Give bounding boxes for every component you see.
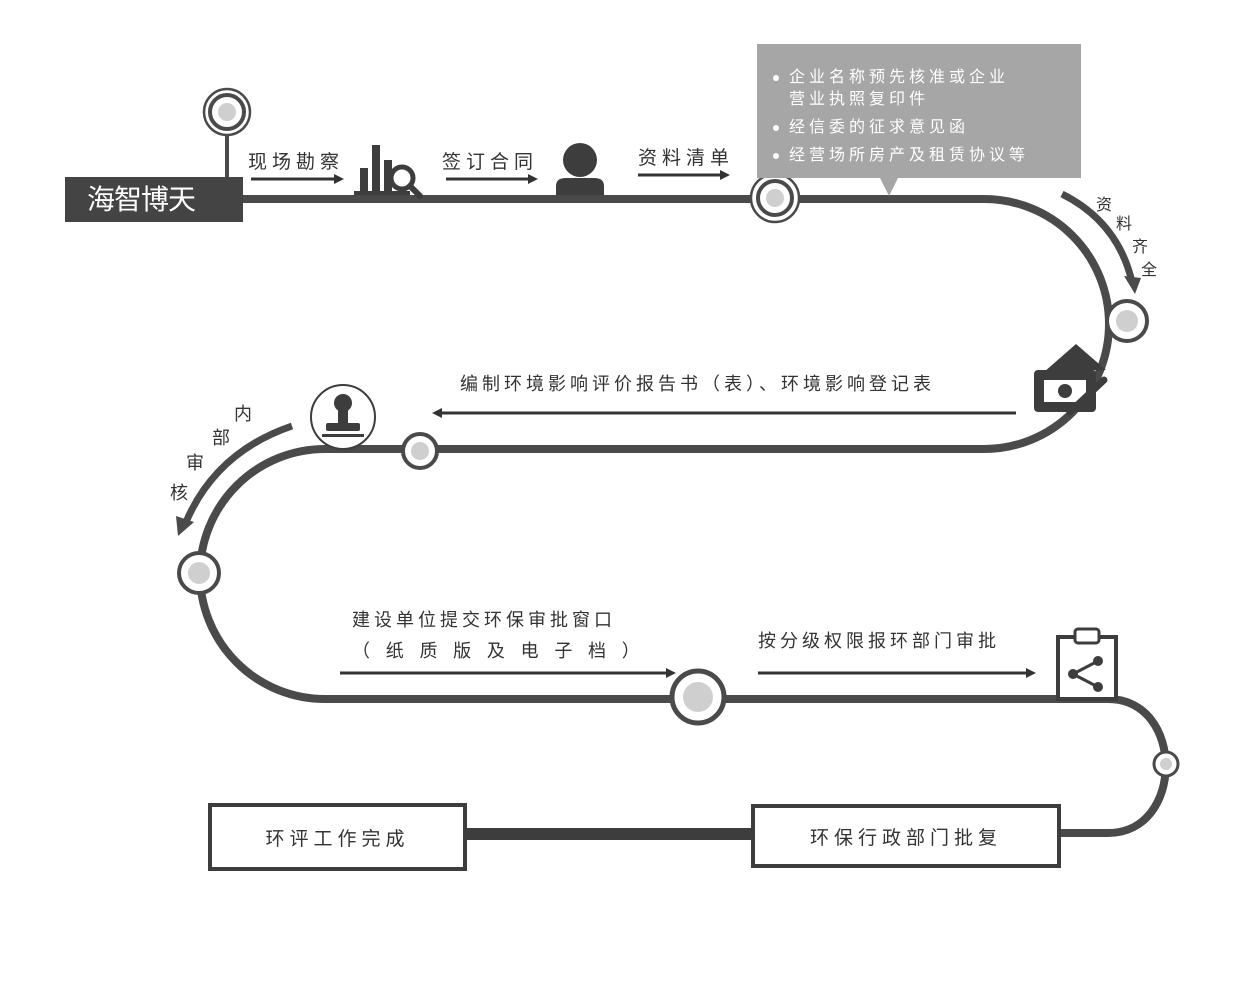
vertical-char: 料 [1116,214,1133,233]
step-submit-line1: 建设单位提交环保审批窗口 [352,610,616,631]
survey-chart-icon [354,145,423,199]
arrow-contract [446,174,538,184]
process-track [196,195,1170,837]
vertical-char: 部 [212,428,230,449]
step-compile-report: 编制环境影响评价报告书（表）、环境影响登记表 [460,374,935,395]
node-far-right [1152,750,1180,778]
end-connector [463,828,755,840]
arrow-submit [340,668,676,678]
requirement-item: 企业名称预先核准或企业 营业执照复印件 [773,66,1081,110]
requirement-item: 经营场所房产及租赁协议等 [773,144,1081,166]
callout-pointer [880,178,898,196]
node-left [177,551,221,595]
arrow-survey [251,174,344,184]
node-right [1105,299,1149,343]
arrow-report [758,668,1036,678]
vertical-char: 全 [1141,260,1158,279]
stamp-icon [310,384,376,450]
vertical-char: 核 [170,483,188,504]
vertical-char: 审 [186,453,204,474]
arrow-documents [638,170,730,180]
requirement-item: 经信委的征求意见函 [773,116,1081,138]
start-pin [202,87,252,178]
document-requirements-callout: 企业名称预先核准或企业 营业执照复印件 经信委的征求意见函 经营场所房产及租赁协… [757,44,1081,178]
curve-arrow-review [176,422,294,536]
clipboard-share-icon [1056,627,1118,701]
box-work-complete: 环评工作完成 [208,803,467,871]
curve-arrow-materials [1060,190,1141,294]
node-middle [401,432,439,470]
vertical-char: 齐 [1132,237,1149,256]
step-site-survey: 现场勘察 [248,151,345,173]
vertical-char: 资 [1096,195,1113,214]
box-agency-reply: 环保行政部门批复 [751,804,1061,868]
brand-logo: 海智博天 [65,177,243,222]
person-icon [556,143,604,195]
money-pen-icon [1034,344,1108,416]
step-report-by-level: 按分级权限报环部门审批 [758,631,1000,652]
vertical-char: 内 [234,404,252,425]
step-sign-contract: 签订合同 [442,151,539,173]
step-document-list: 资料清单 [638,147,735,169]
arrow-compile [432,408,1016,418]
node-bottom [669,668,727,726]
step-submit-line2: （ 纸 质 版 及 电 子 档 ） [352,641,645,662]
